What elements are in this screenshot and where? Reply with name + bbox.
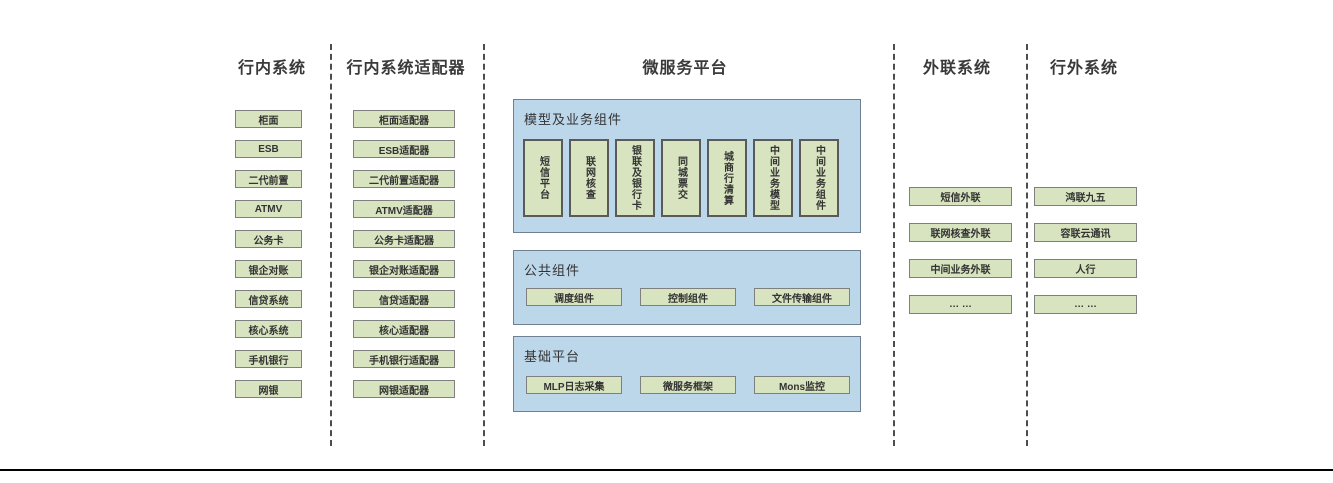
component-box: 银联及银行卡 <box>615 139 655 217</box>
component-box: 微服务框架 <box>640 376 736 394</box>
component-box: 调度组件 <box>526 288 622 306</box>
adapter-box: 银企对账适配器 <box>353 260 455 278</box>
adapter-box: 信贷适配器 <box>353 290 455 308</box>
column-heading-internal-adapters: 行内系统适配器 <box>346 60 466 77</box>
panel-model-business-components: 模型及业务组件 短信平台联网核查银联及银行卡同城票交城商行清算中间业务模型中间业… <box>513 99 861 233</box>
component-box: 联网核查 <box>569 139 609 217</box>
component-box: 文件传输组件 <box>754 288 850 306</box>
panel-common-components: 公共组件 调度组件控制组件文件传输组件 <box>513 250 861 325</box>
adapter-box: 网银适配器 <box>353 380 455 398</box>
adapter-box: 二代前置适配器 <box>353 170 455 188</box>
column-heading-internal-systems: 行内系统 <box>237 60 306 77</box>
system-box: 核心系统 <box>235 320 302 338</box>
external-systems-column: 短信外联联网核查外联中间业务外联 … … <box>909 187 1012 331</box>
adapter-box: ATMV适配器 <box>353 200 455 218</box>
internal-systems-column: 柜面 ESB 二代前置 ATMV 公务卡银企对账信贷系统核心系统手机银行网银 <box>235 110 302 410</box>
adapter-box: ESB适配器 <box>353 140 455 158</box>
adapter-box: 核心适配器 <box>353 320 455 338</box>
system-box: 二代前置 <box>235 170 302 188</box>
component-box: 中间业务组件 <box>799 139 839 217</box>
outside-systems-column: 鸿联九五容联云通讯人行 … … <box>1034 187 1137 331</box>
adapter-box: 手机银行适配器 <box>353 350 455 368</box>
column-divider <box>330 44 332 446</box>
component-box: 中间业务模型 <box>753 139 793 217</box>
component-box: 短信平台 <box>523 139 563 217</box>
panel-base-platform: 基础平台 MLP日志采集微服务框架 Mons监控 <box>513 336 861 412</box>
component-box: 控制组件 <box>640 288 736 306</box>
system-box: 联网核查外联 <box>909 223 1012 242</box>
column-divider <box>483 44 485 446</box>
internal-adapters-column: 柜面适配器 ESB适配器二代前置适配器 ATMV适配器公务卡适配器银企对账适配器信贷… <box>353 110 455 410</box>
column-heading-microservice-platform: 微服务平台 <box>642 60 728 77</box>
system-box: 中间业务外联 <box>909 259 1012 278</box>
adapter-box: 柜面适配器 <box>353 110 455 128</box>
system-box: ATMV <box>235 200 302 218</box>
system-box: 信贷系统 <box>235 290 302 308</box>
column-heading-external-systems: 外联系统 <box>922 60 991 77</box>
base-platform-row: MLP日志采集微服务框架 Mons监控 <box>526 376 850 394</box>
component-box: MLP日志采集 <box>526 376 622 394</box>
column-divider <box>1026 44 1028 446</box>
panel-title: 基础平台 <box>524 349 581 364</box>
system-box: 鸿联九五 <box>1034 187 1137 206</box>
component-box: 同城票交 <box>661 139 701 217</box>
system-box: 短信外联 <box>909 187 1012 206</box>
panel-title: 模型及业务组件 <box>524 112 623 127</box>
component-box: Mons监控 <box>754 376 850 394</box>
column-heading-outside-systems: 行外系统 <box>1049 60 1118 77</box>
system-box: 公务卡 <box>235 230 302 248</box>
model-components-row: 短信平台联网核查银联及银行卡同城票交城商行清算中间业务模型中间业务组件 <box>523 139 839 217</box>
bottom-rule <box>0 469 1333 471</box>
system-box: 柜面 <box>235 110 302 128</box>
system-box: 人行 <box>1034 259 1137 278</box>
component-box: 城商行清算 <box>707 139 747 217</box>
common-components-row: 调度组件控制组件文件传输组件 <box>526 288 850 306</box>
system-box: 银企对账 <box>235 260 302 278</box>
column-divider <box>893 44 895 446</box>
system-box: 手机银行 <box>235 350 302 368</box>
system-box: … … <box>1034 295 1137 314</box>
panel-title: 公共组件 <box>524 263 581 278</box>
system-box: … … <box>909 295 1012 314</box>
adapter-box: 公务卡适配器 <box>353 230 455 248</box>
system-box: ESB <box>235 140 302 158</box>
system-box: 网银 <box>235 380 302 398</box>
system-box: 容联云通讯 <box>1034 223 1137 242</box>
